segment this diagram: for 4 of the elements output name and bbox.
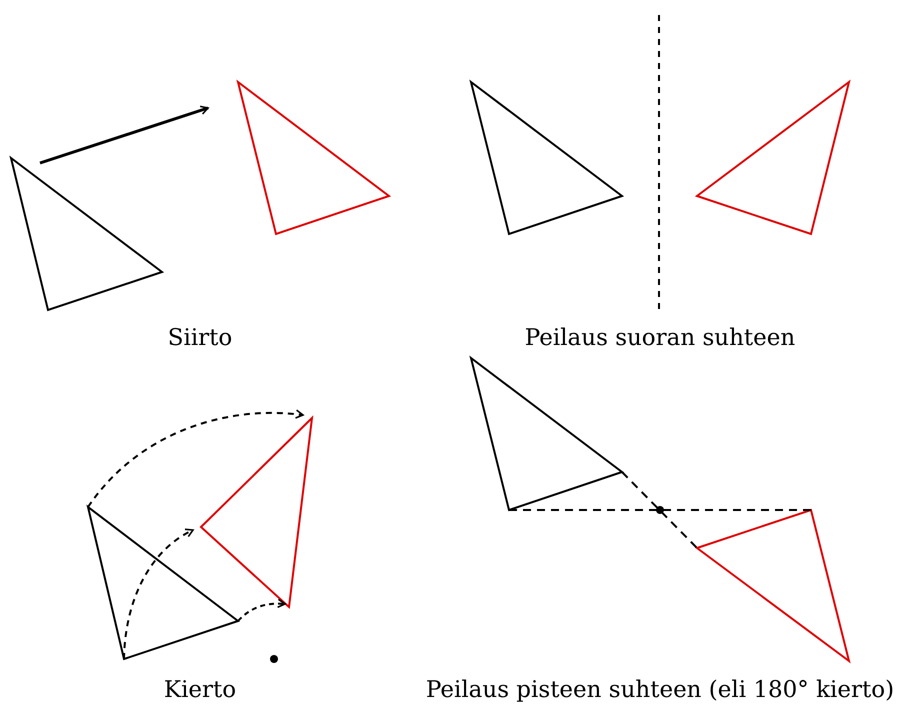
panel-caption: Peilaus suoran suhteen bbox=[524, 324, 796, 352]
panel-caption: Kierto bbox=[164, 676, 236, 704]
panel-caption: Peilaus pisteen suhteen (eli 180° kierto) bbox=[426, 676, 894, 704]
panel-caption: Siirto bbox=[168, 324, 232, 352]
